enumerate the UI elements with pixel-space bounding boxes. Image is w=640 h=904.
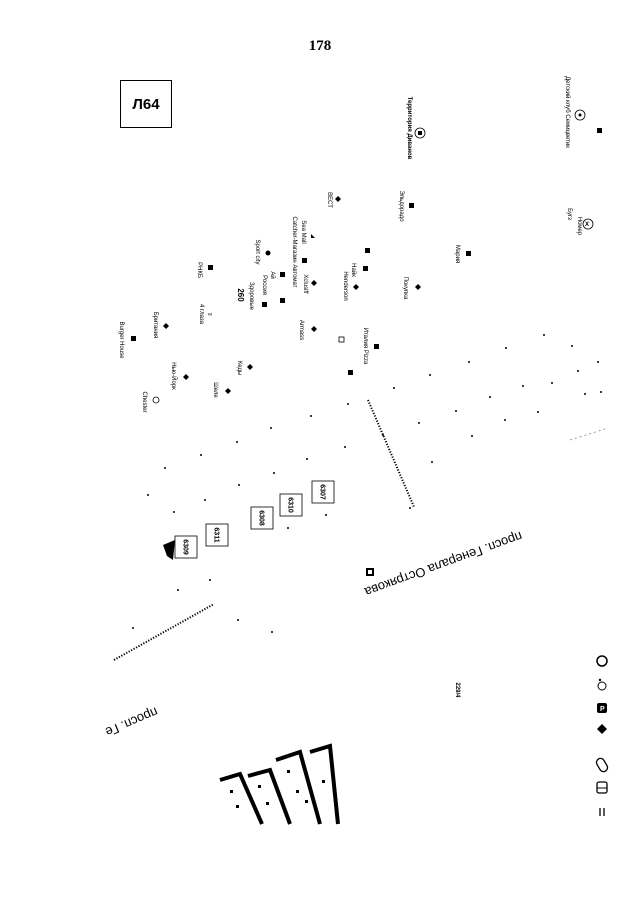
parking-icon[interactable]: P — [597, 703, 607, 713]
poi-catcher[interactable]: Catcher-Магазин Автомат — [291, 217, 297, 288]
poi-label: Найк — [350, 263, 357, 277]
poi-russia[interactable]: Россия — [261, 275, 267, 295]
buildings-bottom-detail — [230, 770, 325, 808]
buildings-bottom — [219, 743, 340, 825]
poi-label: Эльдорадо — [398, 190, 404, 222]
poi-maria[interactable]: Мария — [454, 245, 460, 263]
lot-box-6307[interactable]: 6307 — [311, 480, 335, 504]
poi-xclusiv[interactable]: Xclusiff — [302, 274, 317, 294]
svg-text:P: P — [600, 706, 605, 713]
equals-icon[interactable] — [599, 808, 605, 816]
shop-icon — [262, 302, 267, 307]
poi-britania[interactable]: Британия — [152, 312, 169, 339]
shop-icon — [348, 370, 353, 375]
poi-four-eyes[interactable]: ∞ 4 глаза — [198, 304, 212, 325]
lot-number-label: 6309 — [182, 539, 189, 555]
bus-icon[interactable] — [596, 781, 608, 794]
poi-armass[interactable]: Armass — [298, 320, 317, 340]
poi-label: Burger House — [118, 321, 124, 359]
poi-kids-club[interactable]: Детский клуб Семицветик — [564, 76, 586, 148]
sheet-label: Л64 — [120, 80, 172, 128]
poi-label: Номер — [576, 217, 582, 236]
shop-icon — [280, 298, 285, 303]
shop-icon — [302, 258, 307, 263]
poi-label: Территория Диванов — [406, 97, 412, 160]
poi-label: РНКБ — [196, 262, 202, 278]
lot-number-label: 6311 — [213, 527, 220, 542]
route-260[interactable]: 260 — [236, 288, 245, 302]
lot-box-6310[interactable]: 6310 — [279, 493, 303, 517]
poi-label: Детский клуб Семицветик — [564, 76, 571, 148]
poi-nomer[interactable]: X Номер — [576, 217, 594, 236]
poi-label: Мария — [454, 245, 460, 263]
poi-shele[interactable]: Шеле — [212, 382, 231, 398]
poi-henderson[interactable]: Henderson — [342, 271, 359, 301]
poi-territory[interactable]: Территория Диванов — [406, 97, 426, 160]
poi-bugz[interactable]: Бугз — [566, 208, 572, 220]
pill-icon[interactable] — [595, 757, 609, 773]
street-partial-label: просп. Ге — [103, 704, 160, 740]
svg-text:X: X — [585, 222, 589, 228]
poi-label: Покупка — [402, 277, 408, 300]
shop-icon — [466, 251, 471, 256]
poi-label: Нью-Йорк — [170, 362, 178, 390]
poi-label: Sea Mall — [300, 220, 306, 243]
road-dash-right — [569, 427, 609, 441]
poi-label: Бугз — [566, 208, 572, 220]
poi-chester[interactable]: Chester — [141, 391, 160, 413]
lot-number-label: 6308 — [258, 510, 265, 526]
poi-sport-city[interactable]: Sport city — [254, 239, 260, 264]
page-number: 178 — [308, 38, 332, 54]
lot-number-label: 6310 — [287, 497, 294, 513]
poi-label: Британия — [152, 312, 158, 339]
poi-label: Chester — [141, 391, 147, 412]
poi-eldorado[interactable]: Эльдорадо — [398, 190, 414, 222]
poi-label: ВЕСТ — [326, 192, 332, 208]
poi-label: Armass — [298, 320, 304, 340]
square-marker-icon — [366, 568, 374, 576]
lot-shadow — [163, 540, 175, 560]
poi-rnkb[interactable]: РНКБ — [196, 262, 213, 278]
poi-label: Ай — [269, 271, 276, 278]
poi-label: Здоровые — [248, 282, 254, 311]
poi-sea-mall[interactable]: Sea Mall — [300, 220, 315, 244]
road-dash-lower — [113, 603, 215, 661]
shop-icon — [365, 248, 370, 253]
lot-box-6311[interactable]: 6311 — [205, 523, 229, 547]
poi-new-york[interactable]: Нью-Йорк — [170, 362, 189, 390]
poi-label: Италия Pizza — [362, 328, 368, 365]
circle-icon[interactable] — [596, 655, 608, 667]
poi-zdorovie[interactable]: Здоровые — [248, 272, 285, 311]
lot-box-6308[interactable]: 6308 — [250, 506, 274, 530]
road-dash-upper — [367, 399, 415, 508]
poi-italian-pizza[interactable]: Италия Pizza — [362, 328, 379, 365]
poi-label: Henderson — [342, 271, 348, 300]
poi-kebab[interactable]: Кеды — [236, 361, 253, 376]
lot-number-label: 6307 — [319, 484, 326, 500]
accessibility-icon[interactable] — [597, 678, 607, 691]
poi-label: 4 глаза — [198, 304, 204, 325]
poi-best[interactable]: ВЕСТ — [326, 192, 341, 208]
fuel-icon[interactable] — [597, 724, 607, 734]
poi-pokupka[interactable]: Покупка — [402, 277, 421, 300]
poi-label: Шеле — [212, 382, 218, 398]
house-number: 229/4 — [454, 682, 460, 698]
street-main-label: просп. Генерала Острякова — [362, 529, 525, 600]
shop-icon — [597, 128, 602, 133]
poi-ai[interactable]: Ай — [265, 250, 277, 279]
poi-nayk[interactable]: Найк — [350, 263, 357, 277]
poi-label: Кеды — [236, 361, 242, 376]
scatter-dots — [132, 334, 602, 633]
shop-icon — [363, 266, 368, 271]
lot-box-6309[interactable]: 6309 — [174, 535, 198, 559]
shop-icon — [338, 336, 345, 343]
poi-burger-house[interactable]: Burger House — [118, 321, 136, 359]
poi-label: Xclusiff — [302, 274, 308, 294]
svg-text:∞: ∞ — [208, 312, 212, 318]
